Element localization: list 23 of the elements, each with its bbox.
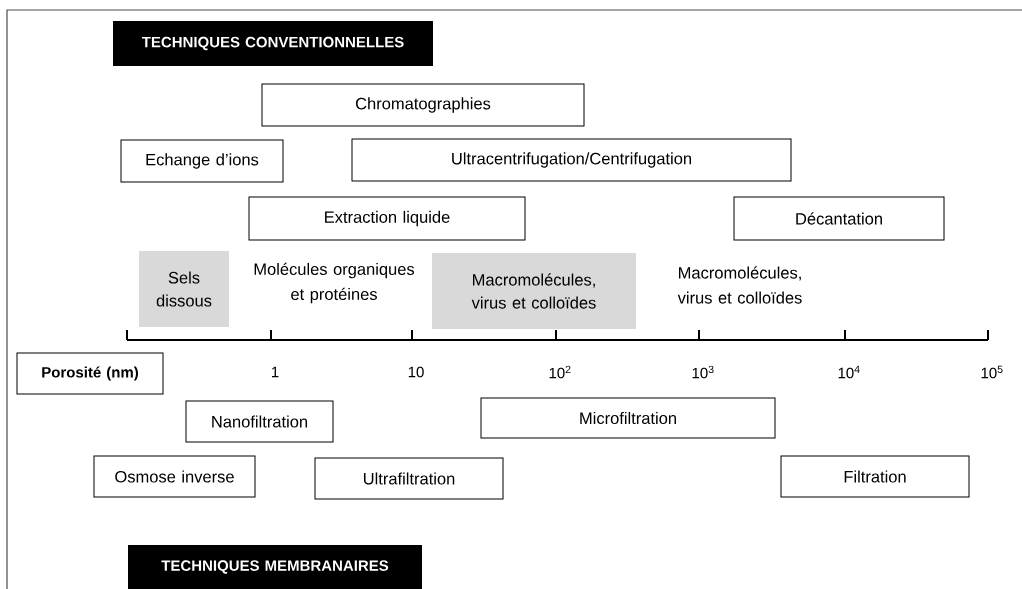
tick-label: 10$^{4}$ <box>838 365 860 379</box>
technique-box: Echange d’ions <box>120 139 284 183</box>
tick-label: 10$^{2}$ <box>549 365 571 379</box>
section-header: TECHNIQUES CONVENTIONNELLES <box>113 21 433 66</box>
tick-label: 10$^{3}$ <box>692 365 714 379</box>
technique-box: Ultrafiltration <box>314 457 504 500</box>
size-class-box: Sels dissous <box>139 251 229 327</box>
technique-box: Microfiltration <box>480 397 776 439</box>
technique-box: Nanofiltration <box>185 400 334 443</box>
tick-label: 10$^{5}$ <box>981 365 1003 379</box>
size-class-label: Macromolécules, virus et colloïdes <box>677 266 802 304</box>
axis-title-box: Porosité (nm) <box>16 352 164 395</box>
technique-box: Osmose inverse <box>93 455 256 498</box>
size-class-box: Macromolécules, virus et colloïdes <box>432 253 636 329</box>
tick-label: 1 <box>272 366 279 378</box>
technique-box: Extraction liquide <box>248 196 526 241</box>
tick-label: 10 <box>408 366 424 378</box>
technique-box: Décantation <box>733 196 945 241</box>
technique-box: Filtration <box>780 455 970 498</box>
section-header: TECHNIQUES MEMBRANAIRES <box>128 545 422 589</box>
technique-box: Ultracentrifugation/Centrifugation <box>351 138 792 182</box>
technique-box: Chromatographies <box>261 83 585 127</box>
size-class-label: Molécules organiques et protéines <box>254 262 415 304</box>
